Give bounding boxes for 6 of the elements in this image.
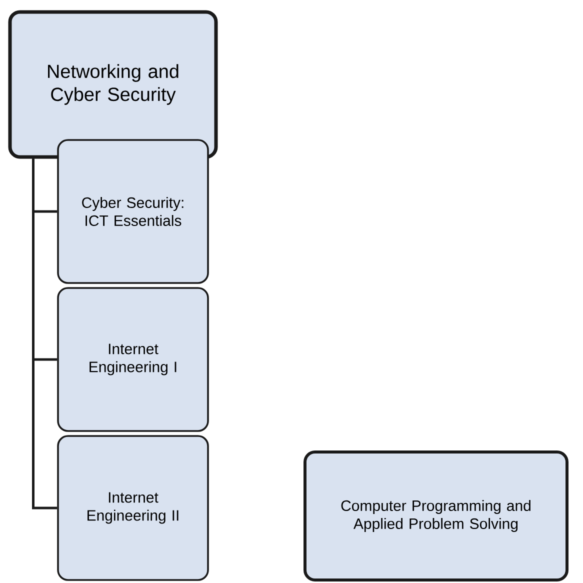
process-box: Internet Engineering II bbox=[57, 435, 209, 581]
process-box: Cyber Security: ICT Essentials bbox=[57, 139, 209, 284]
process-box: Internet Engineering I bbox=[57, 287, 209, 432]
process-box: Computer Programming and Applied Problem Solving bbox=[304, 450, 568, 582]
process-box: Networking and Cyber Security bbox=[8, 10, 218, 159]
connector-line bbox=[32, 158, 58, 510]
